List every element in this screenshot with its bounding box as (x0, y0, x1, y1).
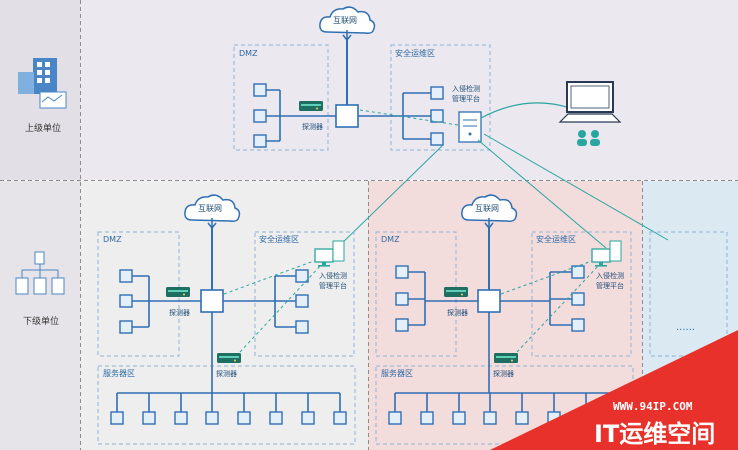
lower-mid-dmz-node (395, 318, 409, 332)
lower-left-probe-label: 探测器 (169, 308, 190, 317)
lower-unit-label: 下级单位 (23, 315, 59, 327)
upper-security-node (430, 109, 444, 123)
lower-left-server-node (237, 411, 251, 425)
lower-mid-security-label: 安全运维区 (536, 234, 576, 244)
lower-mid-probe-icon (444, 287, 468, 297)
upper-network: DMZ 安全运维区 互联网 探测器 (233, 6, 669, 251)
upper-dmz-node (253, 109, 267, 123)
lower-left-server-node (269, 411, 283, 425)
lower-mid-service-label: 服务器区 (381, 368, 413, 378)
upper-internet-label: 互联网 (333, 16, 357, 25)
upper-dmz-node (253, 83, 267, 97)
watermark-logo: WWW.94IP.COM IT运维空间 (490, 330, 738, 450)
lower-left-internet-label: 互联网 (198, 204, 222, 213)
admin-workstation-icon (558, 81, 622, 123)
lower-left-server-node (110, 411, 124, 425)
lower-mid-server-node (452, 411, 466, 425)
upper-security-node (430, 86, 444, 100)
upper-security-zone (390, 44, 491, 151)
upper-unit-label: 上级单位 (25, 122, 61, 134)
lower-left-dmz-node (119, 320, 133, 334)
user-group-icon (577, 130, 600, 146)
lower-mid-security-node (571, 265, 585, 279)
lower-left-dmz-node (119, 294, 133, 308)
upper-dmz-zone (233, 44, 329, 151)
lower-mid-security-node (571, 292, 585, 306)
watermark-name: IT运维空间 (594, 420, 715, 448)
upper-switch (335, 104, 359, 128)
lower-mid-probe-icon-2 (494, 353, 518, 363)
lower-left-switch (200, 289, 224, 313)
lower-left-ids-label-2: 管理平台 (319, 281, 347, 290)
lower-left-server-node (142, 411, 156, 425)
lower-mid-server-node (515, 411, 529, 425)
watermark-url: WWW.94IP.COM (613, 400, 693, 413)
lower-mid-server-node (388, 411, 402, 425)
lower-mid-switch (477, 289, 501, 313)
upper-ids-label-1: 入侵检测 (452, 84, 480, 93)
lower-left-server-node (333, 411, 347, 425)
lower-left-service-zone (97, 365, 356, 445)
upper-security-label: 安全运维区 (395, 48, 435, 58)
lower-left-server-node (301, 411, 315, 425)
lower-mid-dmz-node (395, 292, 409, 306)
lower-left-security-label: 安全运维区 (259, 234, 299, 244)
lower-right-ellipsis: ...... (676, 322, 695, 333)
lower-mid-ids-label-1: 入侵检测 (596, 271, 624, 280)
lower-left-probe-icon (166, 287, 190, 297)
lower-left-server-node (205, 411, 219, 425)
lower-mid-network: DMZ 安全运维区 服务器区 互联网 探测 (375, 194, 634, 445)
lower-left-security-node (295, 269, 309, 283)
upper-dmz-label: DMZ (239, 49, 258, 58)
upper-probe-icon (299, 101, 323, 111)
lower-mid-security-node (571, 318, 585, 332)
lower-left-ids-label-1: 入侵检测 (319, 271, 347, 280)
lower-left-ids-monitor-icon (314, 240, 345, 268)
lower-mid-ids-monitor-icon (591, 240, 622, 268)
upper-dmz-node (253, 134, 267, 148)
lower-left-dmz-node (119, 269, 133, 283)
lower-mid-server-node (483, 411, 497, 425)
lower-mid-ids-label-2: 管理平台 (596, 281, 624, 290)
lower-left-security-zone (254, 231, 355, 357)
lower-left-service-label: 服务器区 (103, 368, 135, 378)
lower-left-server-node (174, 411, 188, 425)
lower-left-security-node (295, 294, 309, 308)
lower-mid-dmz-label: DMZ (381, 235, 400, 244)
upper-probe-label: 探测器 (302, 122, 323, 131)
lower-side-background (0, 181, 80, 450)
server-icon (458, 111, 482, 143)
lower-mid-internet-label: 互联网 (475, 204, 499, 213)
lower-mid-probe-label-2: 探测器 (493, 369, 514, 378)
building-icon (18, 58, 67, 109)
lower-left-probe-icon-2 (217, 353, 241, 363)
lower-mid-security-zone (531, 231, 632, 357)
lower-mid-server-node (420, 411, 434, 425)
lower-left-probe-label-2: 探测器 (216, 369, 237, 378)
org-chart-icon (15, 251, 65, 295)
upper-security-node (430, 132, 444, 146)
lower-mid-dmz-node (395, 265, 409, 279)
upper-ids-label-2: 管理平台 (452, 94, 480, 103)
lower-mid-probe-label: 探测器 (447, 308, 468, 317)
lower-left-dmz-label: DMZ (103, 235, 122, 244)
lower-left-security-node (295, 320, 309, 334)
lower-left-network: DMZ 安全运维区 服务器区 互联网 探测 (97, 194, 356, 445)
